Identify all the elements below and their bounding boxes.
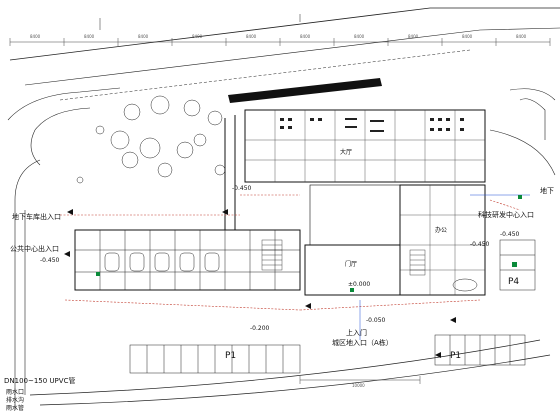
top-dimension-line [9,38,551,46]
dimension-label: 8400 [408,34,419,39]
right-edge-label: 地下 [540,187,554,195]
road-bottom [29,339,551,406]
room-label: 大厅 [340,149,353,156]
parking-p4-label: P4 [508,277,520,287]
parking-p1-right [434,334,526,366]
elevation-label: -0.450 [470,241,490,248]
stair-core [261,239,426,276]
furniture-upper [280,118,464,132]
bottom-dimension-line [299,376,421,384]
parking-p1-left [129,344,301,374]
elevation-label: -0.050 [366,317,386,324]
dimension-label: 8400 [516,34,527,39]
elevation-label: ±0.000 [348,281,371,288]
room-label: 门厅 [345,261,358,268]
elevation-label: -0.450 [232,185,252,192]
dimension-label: 8400 [246,34,257,39]
parking-p4 [499,239,536,291]
main-entry-sub-label: 城区地入口（A栋） [332,339,393,347]
parking-p1-left-label: P1 [225,351,237,361]
legend-item: 雨水管 [6,405,25,412]
dimension-label: 8400 [192,34,203,39]
underground-entry-label: 地下车库出入口 [12,213,61,221]
flow-arrows [64,209,456,358]
dimension-label: 8400 [462,34,473,39]
road-right [489,88,556,176]
inlet-markers [96,195,522,292]
dimension-label: 8400 [354,34,365,39]
upper-wing-grid [245,110,485,182]
dimension-label: 8400 [84,34,95,39]
elevation-label: -0.450 [40,257,60,264]
dimension-label: 8400 [300,34,311,39]
hatched-strip [228,78,382,103]
legend-item: 排水沟 [6,397,25,404]
trees [76,95,226,184]
pipe-note: DN100~150 UPVC管 [4,377,76,385]
main-entry-label: 上入门 [346,329,367,337]
site-boundary-left [7,87,121,410]
legend-item: 雨水口 [6,389,25,396]
parking-p1-right-label: P1 [450,351,462,361]
elevation-label: -0.200 [250,325,270,332]
drainage-lines [60,194,521,311]
elevation-label: -0.450 [500,231,520,238]
public-center-entry-label: 公共中心出入口 [10,245,59,253]
tech-center-entry-label: 科技研发中心入口 [478,211,534,219]
dimension-label: 8400 [138,34,149,39]
dimension-label: 10000 [352,383,365,388]
meeting-table [452,278,478,292]
dimension-label: 8400 [30,34,41,39]
room-label: 办公 [435,227,448,234]
road-boundary [9,7,560,101]
